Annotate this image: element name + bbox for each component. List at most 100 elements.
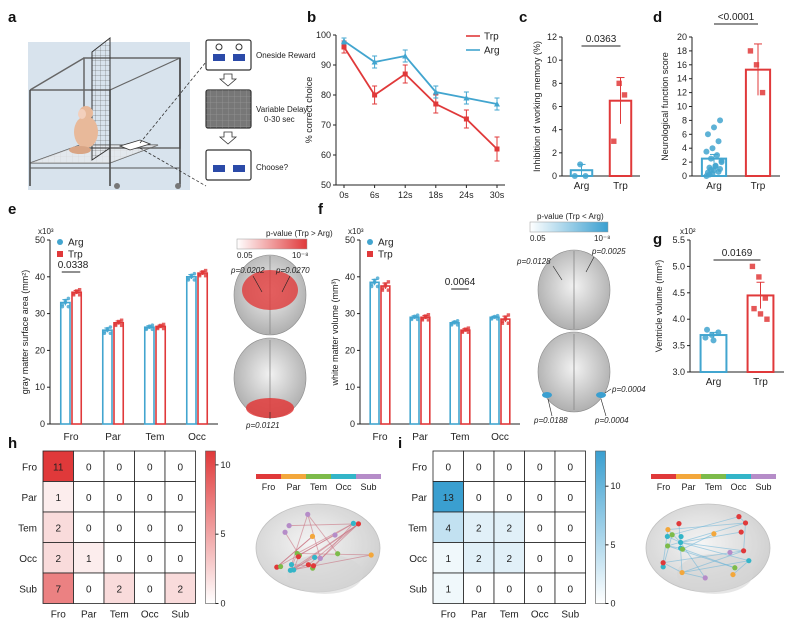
data-point xyxy=(466,330,471,334)
panel-f-pval-3: p=0.0004 xyxy=(611,385,646,394)
series-line-trp xyxy=(343,46,498,150)
heatmap-cell-value: 0 xyxy=(506,462,512,473)
panel-f-brain: p-value (Trp < Arg) 0.05 10⁻⁸ p=0.0128 p… xyxy=(516,212,646,425)
heatmap-cell-value: 0 xyxy=(177,554,183,565)
data-point xyxy=(492,314,497,319)
data-point xyxy=(105,326,110,331)
panel-label-g: g xyxy=(653,231,662,248)
panel-f-scale-min: 0.05 xyxy=(530,234,546,243)
panel-f-scale-max: 10⁻⁸ xyxy=(594,234,611,243)
data-point xyxy=(433,101,439,107)
data-point xyxy=(155,325,160,330)
data-point xyxy=(495,313,500,318)
y-tick-label: 10 xyxy=(547,55,557,65)
heatmap-cell-value: 1 xyxy=(445,584,451,595)
row-label: Fro xyxy=(22,462,37,473)
legend-label: Fro xyxy=(262,482,276,492)
data-point xyxy=(380,288,385,292)
x-tick-label: Tem xyxy=(146,432,165,443)
data-point xyxy=(495,317,500,321)
panel-label-d: d xyxy=(653,9,662,26)
connection-node xyxy=(746,558,752,564)
heatmap-cell xyxy=(73,481,105,513)
data-point xyxy=(372,92,378,98)
data-point xyxy=(420,316,425,321)
connection-node xyxy=(288,562,295,568)
panel-a-illustration xyxy=(28,36,190,190)
data-point xyxy=(717,117,724,124)
heatmap-cell xyxy=(73,542,105,574)
bar-trp xyxy=(71,291,83,425)
data-point xyxy=(707,166,714,173)
y-axis-label: % correct choice xyxy=(304,77,314,144)
x-tick-label: 6s xyxy=(370,190,380,200)
legend-swatch xyxy=(356,474,381,479)
row-label: Par xyxy=(411,493,427,504)
data-point xyxy=(708,332,715,339)
connection-node xyxy=(679,569,685,576)
connection-node xyxy=(679,546,686,552)
y-tick-label: 90 xyxy=(321,60,331,70)
data-point xyxy=(762,295,769,301)
heatmap-cell-value: 1 xyxy=(445,554,451,565)
heatmap-cell xyxy=(134,450,166,482)
heatmap-cell xyxy=(164,572,196,604)
heatmap-cell xyxy=(554,450,586,482)
heatmap-cell xyxy=(42,481,74,513)
data-point xyxy=(189,273,194,278)
connection-node xyxy=(310,563,317,569)
x-tick-label: Trp xyxy=(751,181,766,192)
heatmap-cell xyxy=(554,572,586,604)
data-point xyxy=(711,124,717,131)
y-tick-label: 20 xyxy=(345,345,355,355)
row-label: Occ xyxy=(19,554,37,565)
legend-marker xyxy=(367,251,373,257)
heatmap-cell xyxy=(42,450,74,482)
connection-edge xyxy=(276,534,336,568)
connection-node xyxy=(738,529,744,535)
legend-swatch xyxy=(256,474,281,479)
data-point xyxy=(60,302,65,307)
connection-node xyxy=(736,514,742,520)
connection-node xyxy=(282,529,288,535)
y-tick-label: 12 xyxy=(677,88,687,98)
panel-e-colorbar xyxy=(236,238,308,250)
data-point xyxy=(506,321,511,325)
x-tick-label: 12s xyxy=(398,190,413,200)
col-label: Par xyxy=(81,610,97,621)
panel-f-colorbar xyxy=(529,221,609,233)
heatmap-cell-value: 0 xyxy=(506,493,512,504)
connection-edge xyxy=(672,516,740,536)
col-label: Sub xyxy=(171,610,189,621)
connection-node xyxy=(332,532,338,538)
col-label: Tem xyxy=(500,610,519,621)
data-point xyxy=(704,131,711,138)
legend-label: Occ xyxy=(335,482,352,492)
connection-node xyxy=(291,567,297,573)
connection-node xyxy=(676,521,682,527)
bar-arg xyxy=(369,281,380,425)
data-point xyxy=(63,298,68,303)
data-point xyxy=(402,53,409,59)
data-point xyxy=(432,89,439,95)
data-point xyxy=(147,324,152,328)
panel-label-b: b xyxy=(307,9,316,26)
data-point xyxy=(386,280,391,284)
connection-edge xyxy=(682,533,715,550)
data-point xyxy=(108,325,113,329)
heatmap-cell-value: 2 xyxy=(476,523,482,534)
connection-edge xyxy=(290,523,359,571)
panel-e-scale-max: 10⁻⁸ xyxy=(292,251,309,260)
legend-label: Occ xyxy=(730,482,747,492)
heatmap-cell xyxy=(164,511,196,543)
connection-node xyxy=(350,520,357,526)
heatmap-cell xyxy=(463,481,495,513)
y-tick-label: 2 xyxy=(682,157,687,167)
connection-edge xyxy=(667,522,746,531)
brain-highlight-left xyxy=(542,392,552,398)
